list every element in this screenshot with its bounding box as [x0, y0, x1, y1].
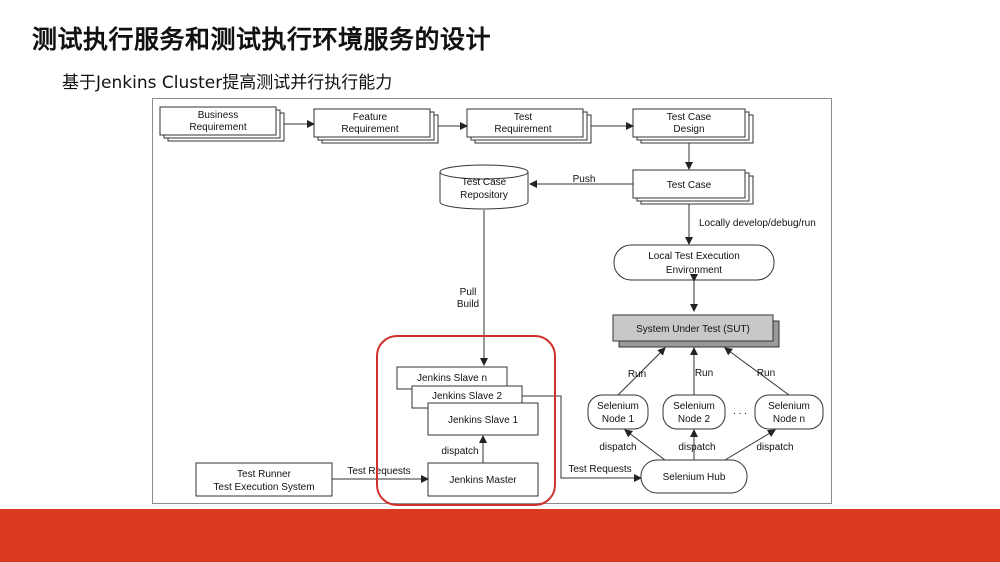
test-requests-right-label: Test Requests	[568, 464, 631, 475]
feature-requirement-box: Feature Requirement	[313, 108, 439, 144]
selenium-node-1-label-2: Node 1	[602, 414, 635, 425]
dispatch-1-label: dispatch	[599, 442, 636, 453]
selenium-node-n-box: Selenium Node n	[754, 394, 824, 430]
selenium-hub-box: Selenium Hub	[640, 459, 748, 494]
slide-subtitle: 基于Jenkins Cluster提高测试并行执行能力	[62, 73, 393, 93]
feature-requirement-label-1: Feature	[353, 112, 388, 123]
test-case-repository-cylinder: Test Case Repository	[439, 164, 529, 210]
selenium-node-n-label-1: Selenium	[768, 401, 810, 412]
repository-label-1: Test Case	[462, 177, 507, 188]
arrow-run-1	[617, 347, 666, 396]
selenium-node-2-label-2: Node 2	[678, 414, 711, 425]
jenkins-slave-1-box: Jenkins Slave 1	[427, 402, 539, 436]
business-requirement-box: Business Requirement	[159, 106, 285, 142]
test-requirement-box: Test Requirement	[466, 108, 592, 144]
dispatch-3-label: dispatch	[756, 442, 793, 453]
test-requirement-label-1: Test	[514, 112, 533, 123]
test-requests-left-label: Test Requests	[347, 466, 410, 477]
selenium-hub-label: Selenium Hub	[663, 472, 726, 483]
selenium-node-n-label-2: Node n	[773, 414, 805, 425]
build-label: Build	[457, 299, 479, 310]
jenkins-master-label: Jenkins Master	[449, 475, 517, 486]
test-runner-label-2: Test Execution System	[213, 482, 314, 493]
arrow-dispatch-3	[724, 429, 776, 461]
ellipsis-label: . . .	[733, 406, 747, 417]
locally-develop-label: Locally develop/debug/run	[699, 218, 816, 229]
local-env-label-1: Local Test Execution	[648, 251, 740, 262]
footer-band	[0, 509, 1000, 562]
test-runner-label-1: Test Runner	[237, 469, 292, 480]
run-3-label: Run	[757, 368, 775, 379]
business-requirement-label-1: Business	[198, 110, 239, 121]
arrow-run-3	[724, 347, 790, 396]
slide-title: 测试执行服务和测试执行环境服务的设计	[32, 25, 492, 54]
sut-label: System Under Test (SUT)	[636, 324, 750, 335]
selenium-node-2-label-1: Selenium	[673, 401, 715, 412]
pull-label: Pull	[460, 287, 477, 298]
jenkins-slave-2-label: Jenkins Slave 2	[432, 391, 502, 402]
test-case-label: Test Case	[667, 180, 712, 191]
test-case-box: Test Case	[632, 169, 754, 205]
sut-box: System Under Test (SUT)	[612, 314, 780, 348]
selenium-node-1-box: Selenium Node 1	[587, 394, 649, 430]
jenkins-slave-1-label: Jenkins Slave 1	[448, 415, 518, 426]
run-2-label: Run	[695, 368, 713, 379]
push-label: Push	[573, 174, 596, 185]
selenium-node-1-label-1: Selenium	[597, 401, 639, 412]
business-requirement-label-2: Requirement	[189, 122, 246, 133]
test-case-design-box: Test Case Design	[632, 108, 754, 144]
arrow-test-requests-right	[522, 395, 642, 482]
jenkins-slave-n-box: Jenkins Slave n	[396, 366, 508, 390]
dispatch-2-label: dispatch	[678, 442, 715, 453]
selenium-node-2-box: Selenium Node 2	[662, 394, 726, 430]
test-case-design-label-2: Design	[673, 124, 704, 135]
jenkins-cluster-highlight	[376, 335, 556, 506]
run-1-label: Run	[628, 369, 646, 380]
repository-label-2: Repository	[460, 190, 508, 201]
dispatch-master-label: dispatch	[441, 446, 478, 457]
test-runner-box: Test Runner Test Execution System	[195, 462, 333, 497]
arrow-dispatch-1	[624, 429, 666, 461]
jenkins-master-box: Jenkins Master	[427, 462, 539, 497]
local-test-env-box: Local Test Execution Environment	[613, 244, 775, 281]
test-requirement-label-2: Requirement	[494, 124, 551, 135]
test-case-design-label-1: Test Case	[667, 112, 712, 123]
local-env-label-2: Environment	[666, 265, 722, 276]
feature-requirement-label-2: Requirement	[341, 124, 398, 135]
jenkins-slave-n-label: Jenkins Slave n	[417, 373, 487, 384]
